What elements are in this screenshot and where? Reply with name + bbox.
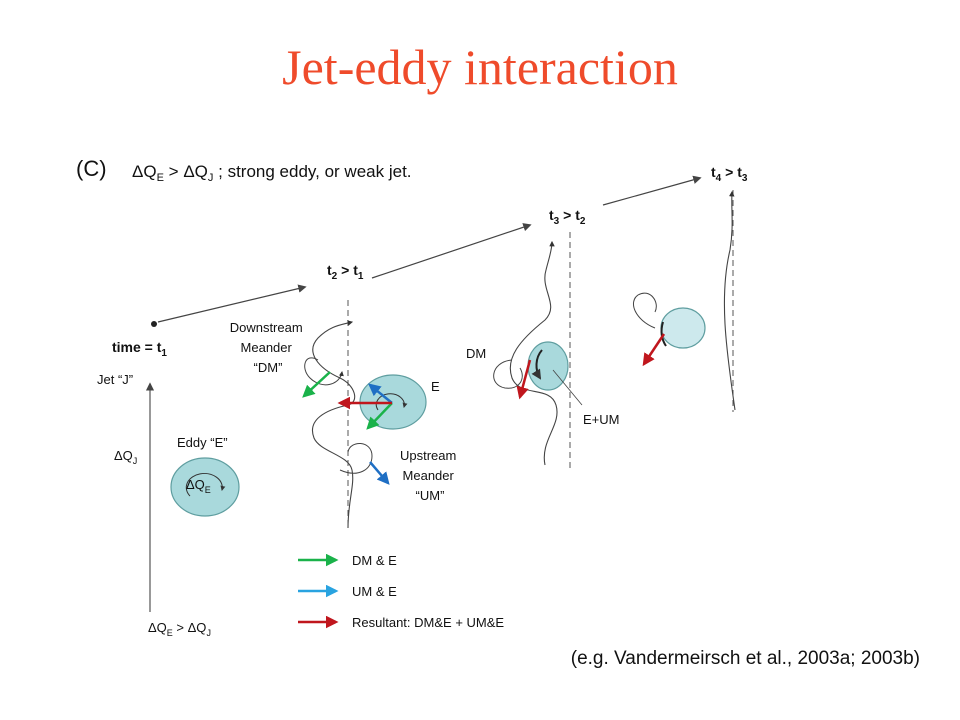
legend: DM & E UM & E Resultant: DM&E + UM&E — [298, 553, 504, 630]
time-label-t3: t3 > t2 — [549, 207, 586, 227]
slide-title: Jet-eddy interaction — [282, 39, 678, 95]
eum-label: E+UM — [583, 412, 619, 427]
jet-path-t4 — [723, 190, 736, 411]
eddy-e-label: E — [431, 379, 440, 394]
bottom-condition-label: ΔQE > ΔQJ — [148, 620, 211, 638]
time-arrow-2 — [371, 223, 532, 279]
jet-path-t3 — [509, 240, 558, 466]
citation: (e.g. Vandermeirsch et al., 2003a; 2003b… — [570, 648, 920, 669]
time-label-t4: t4 > t3 — [711, 164, 748, 184]
dm-e-arrow-b-t2 — [366, 402, 393, 430]
eddy-label: Eddy “E” — [177, 435, 228, 450]
downstream-meander-label: Downstream Meander “DM” — [230, 320, 307, 375]
eum-leader-line — [552, 369, 583, 406]
panel-label: (C) — [76, 156, 107, 181]
eddy-rotation-t1 — [185, 473, 226, 497]
time-label-t1: time = t1 — [112, 339, 167, 359]
time-arrow-3 — [602, 175, 702, 206]
eddy-rotation-t2 — [375, 393, 408, 411]
resultant-arrow-t4 — [642, 333, 666, 367]
dm-e-arrow-t2 — [302, 371, 331, 398]
um-e-arrow-a-t2 — [368, 383, 393, 404]
eddy-rotation-t3 — [531, 349, 543, 380]
legend-label-um-e: UM & E — [352, 584, 397, 599]
time-origin-dot — [151, 321, 157, 327]
meander-curve-t4 — [633, 292, 657, 329]
legend-label-resultant: Resultant: DM&E + UM&E — [352, 615, 504, 630]
time-arrow-1 — [157, 284, 307, 323]
jet-label: Jet “J” — [97, 372, 133, 387]
eddy-t1 — [170, 457, 240, 517]
resultant-arrow-t3 — [516, 359, 532, 400]
upstream-meander-label: Upstream Meander “UM” — [400, 448, 460, 503]
dm-label: DM — [466, 346, 486, 361]
um-e-arrow-c-t2 — [369, 461, 390, 485]
downstream-meander-curve — [304, 357, 344, 386]
dq-j-label: ΔQJ — [114, 448, 137, 466]
eddy-t4 — [660, 307, 706, 349]
dm-curve-t3 — [493, 359, 523, 389]
condition-text: ΔQE > ΔQJ ; strong eddy, or weak jet. — [132, 162, 412, 184]
legend-label-dm-e: DM & E — [352, 553, 397, 568]
eddy-dq-label: ΔQE — [186, 477, 211, 495]
upstream-meander-curve — [339, 443, 373, 474]
time-label-t2: t2 > t1 — [327, 262, 364, 282]
eddy-t3 — [527, 341, 569, 391]
